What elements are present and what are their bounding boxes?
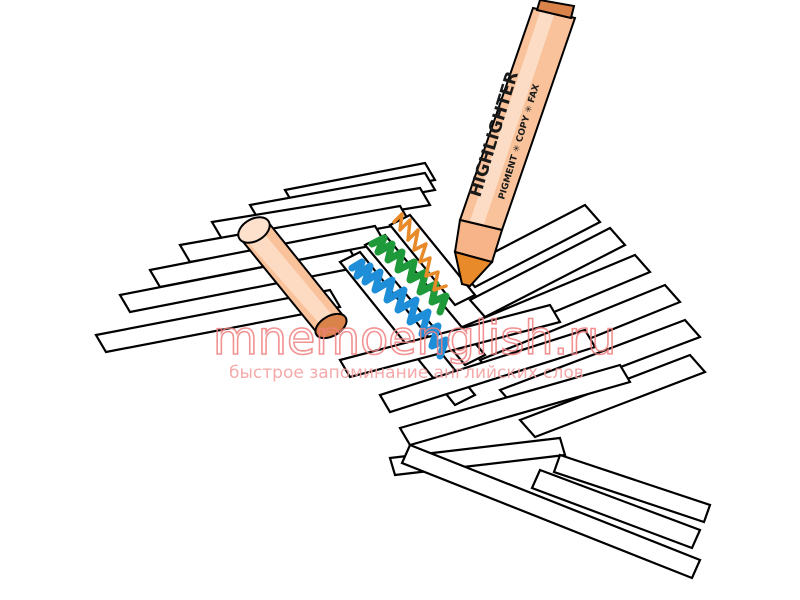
orange-highlight-mark: [392, 212, 448, 292]
parquet-strip: [338, 303, 562, 379]
highlight-marks: [348, 212, 450, 360]
parquet-strip: [518, 353, 707, 439]
watermark-sub: быстрое запоминание английских слов: [229, 363, 584, 383]
parquet-strip: [468, 226, 627, 319]
green-highlight-mark: [368, 234, 450, 316]
parquet-strip: [530, 468, 702, 550]
blue-highlight-mark: [348, 258, 450, 360]
highlighter-cap: [237, 216, 348, 340]
watermark: mnemoenglish.ru быстрое запоминание англ…: [212, 310, 617, 383]
watermark-main: mnemoenglish.ru: [213, 311, 616, 365]
parquet-strip: [94, 288, 342, 354]
parquet-strip: [398, 363, 632, 447]
highlighter-pen: HIGHLIGHTER PIGMENT ✳ COPY ✳ FAX: [453, 0, 577, 288]
parquet-strip: [378, 328, 597, 414]
parquet-strip: [552, 453, 712, 524]
parquet-strip: [400, 443, 702, 580]
